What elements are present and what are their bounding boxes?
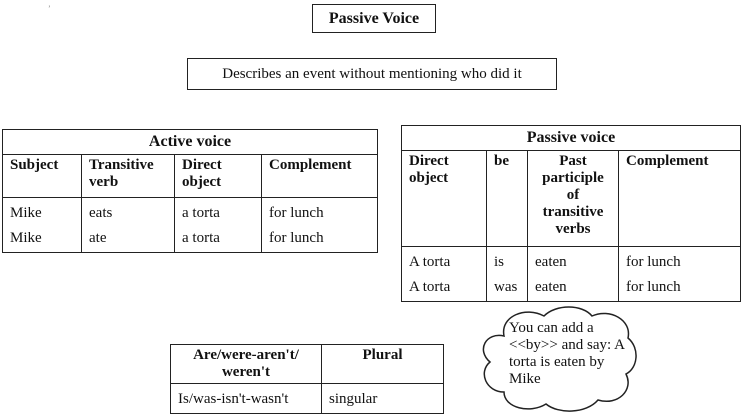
table-row: A torta was eaten for lunch bbox=[401, 275, 741, 302]
table-row: Mike ate a torta for lunch bbox=[2, 226, 378, 253]
column-header: Plural bbox=[321, 344, 444, 384]
stray-mark: ʼ bbox=[48, 4, 51, 13]
description-box: Describes an event without mentioning wh… bbox=[187, 58, 557, 90]
table-cell: Mike bbox=[2, 197, 82, 226]
be-forms-table: Are/were-aren't/ weren't Plural Is/was-i… bbox=[170, 344, 444, 414]
table-cell: for lunch bbox=[261, 197, 378, 226]
table-cell: eaten bbox=[527, 275, 619, 302]
table-row: Is/was-isn't-wasn't singular bbox=[170, 383, 444, 414]
passive-voice-table: Passive voice Direct object be Past part… bbox=[401, 125, 741, 302]
table-cell: A torta bbox=[401, 246, 487, 275]
column-header: Direct object bbox=[401, 150, 487, 247]
table-caption: Active voice bbox=[2, 129, 378, 155]
column-header: Are/were-aren't/ weren't bbox=[170, 344, 322, 384]
thought-cloud-icon bbox=[482, 306, 637, 412]
table-cell: a torta bbox=[174, 226, 262, 253]
column-header: Past participle of transitive verbs bbox=[527, 150, 619, 247]
table-cell: for lunch bbox=[261, 226, 378, 253]
table-cell: is bbox=[486, 246, 528, 275]
table-cell: Is/was-isn't-wasn't bbox=[170, 383, 322, 414]
table-cell: A torta bbox=[401, 275, 487, 302]
page-title: Passive Voice bbox=[312, 4, 436, 33]
column-header: Subject bbox=[2, 154, 82, 198]
table-row: Mike eats a torta for lunch bbox=[2, 197, 378, 226]
table-cell: eats bbox=[81, 197, 175, 226]
column-header: be bbox=[486, 150, 528, 247]
table-cell: eaten bbox=[527, 246, 619, 275]
active-voice-table: Active voice Subject Transitive verb Dir… bbox=[2, 129, 378, 253]
table-cell: for lunch bbox=[618, 275, 741, 302]
table-cell: singular bbox=[321, 383, 444, 414]
cloud-note: You can add a <<by>> and say: A torta is… bbox=[509, 320, 625, 387]
table-cell: ate bbox=[81, 226, 175, 253]
column-header: Complement bbox=[618, 150, 741, 247]
table-cell: for lunch bbox=[618, 246, 741, 275]
table-caption: Passive voice bbox=[401, 125, 741, 151]
table-cell: was bbox=[486, 275, 528, 302]
table-cell: Mike bbox=[2, 226, 82, 253]
column-header: Transitive verb bbox=[81, 154, 175, 198]
column-header: Complement bbox=[261, 154, 378, 198]
column-header: Direct object bbox=[174, 154, 262, 198]
table-cell: a torta bbox=[174, 197, 262, 226]
table-row: A torta is eaten for lunch bbox=[401, 246, 741, 275]
